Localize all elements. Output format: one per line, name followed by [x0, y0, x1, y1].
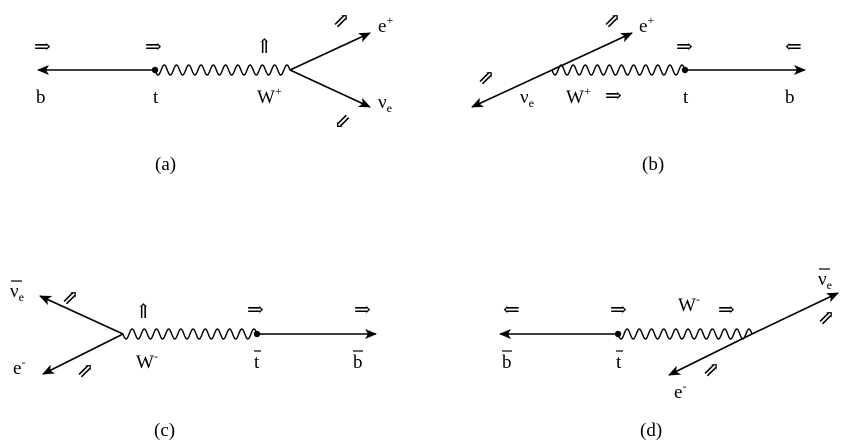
caption-b: (b): [642, 154, 664, 175]
helicity-arrow-e: ⇗: [333, 10, 350, 32]
helicity-arrow-w: ⇒: [718, 299, 735, 321]
label-e: e-: [674, 379, 686, 403]
helicity-arrow-t: ⇒: [145, 36, 162, 58]
helicity-arrow-e: ⇗: [77, 360, 94, 382]
label-nu-bar: νe: [818, 269, 832, 292]
w-boson-wavy: [617, 328, 753, 340]
antineutrino-line: [751, 292, 839, 335]
helicity-arrow-b: ⇐: [785, 36, 802, 58]
helicity-arrow-b: ⇐: [503, 299, 520, 321]
caption-d: (d): [640, 420, 662, 441]
helicity-arrow-b: ⇒: [34, 36, 51, 58]
helicity-arrow-nu: ⇙: [334, 111, 351, 133]
label-nu: νe: [520, 87, 534, 110]
helicity-arrow-nu: ⇗: [62, 287, 79, 309]
label-b-bar: b: [502, 352, 512, 373]
caption-a: (a): [155, 154, 176, 175]
helicity-arrow-nu: ⇗: [818, 307, 835, 329]
neutrino-line: [471, 69, 553, 108]
label-e: e-: [13, 355, 25, 379]
helicity-arrow-w: ⇑: [135, 301, 152, 323]
label-w: W+: [257, 84, 282, 108]
label-nu: νe: [378, 92, 392, 115]
label-e: e+: [378, 13, 393, 37]
label-t-bar: t: [254, 352, 260, 373]
electron-line: [42, 333, 124, 375]
label-e: e+: [639, 13, 654, 37]
label-t-bar: t: [616, 352, 622, 373]
caption-c: (c): [154, 420, 175, 441]
label-b-bar: b: [353, 352, 363, 373]
diagram-b: ⇗ ⇒ ⇐ ⇗ ⇒ e+ νe W+ t b (b): [471, 10, 806, 175]
diagram-c: ⇗ ⇑ ⇒ ⇒ ⇗ νe e- W- t b (c): [10, 280, 377, 441]
w-boson-wavy: [122, 328, 258, 340]
label-w: W-: [678, 292, 700, 316]
label-b: b: [36, 87, 46, 108]
positron-line: [551, 32, 633, 71]
label-w: W+: [566, 84, 591, 108]
antineutrino-line: [39, 295, 124, 335]
w-boson-wavy: [551, 64, 686, 76]
helicity-arrow-t: ⇒: [610, 299, 627, 321]
helicity-arrow-t: ⇒: [247, 299, 264, 321]
label-nu-bar: νe: [10, 281, 24, 304]
label-b: b: [785, 87, 795, 108]
label-t: t: [153, 87, 159, 108]
neutrino-line: [289, 69, 371, 108]
diagram-a: ⇒ ⇒ ⇑ ⇗ ⇙ b t W+ e+ νe (a): [34, 10, 393, 175]
electron-line: [668, 333, 753, 376]
w-boson-wavy: [154, 64, 291, 76]
helicity-arrow-b: ⇒: [354, 299, 371, 321]
diagram-d: ⇐ ⇒ ⇒ ⇗ ⇗ b t W- νe e- (d): [499, 268, 839, 441]
helicity-arrow-w: ⇑: [256, 36, 273, 58]
helicity-arrow-e: ⇗: [703, 359, 720, 381]
helicity-arrow-e: ⇗: [604, 10, 621, 32]
label-t: t: [683, 87, 689, 108]
positron-line: [289, 32, 371, 71]
helicity-arrow-w: ⇒: [605, 85, 622, 107]
label-w: W-: [136, 349, 158, 373]
helicity-arrow-nu: ⇗: [478, 67, 495, 89]
helicity-arrow-t: ⇒: [676, 36, 693, 58]
